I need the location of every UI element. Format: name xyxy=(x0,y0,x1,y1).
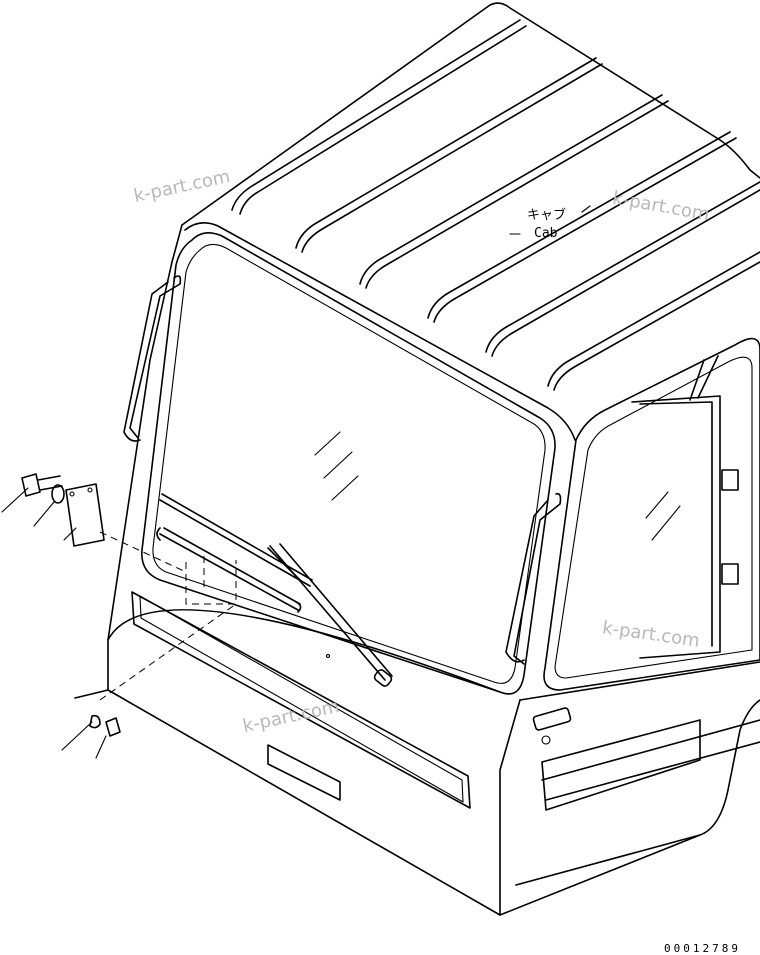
front-roof-edge xyxy=(184,222,576,441)
side-latch-lower xyxy=(721,563,739,585)
side-bolt xyxy=(541,735,551,745)
left-grab-handle xyxy=(123,275,182,442)
drawing-number: 00012789 xyxy=(664,942,741,955)
windshield-glass xyxy=(152,243,546,684)
wiper-assembly xyxy=(159,493,393,687)
side-lower-recess xyxy=(541,719,701,811)
part-label-english: Cab xyxy=(534,226,558,241)
side-window-frame xyxy=(543,337,760,691)
side-mirror-bracket xyxy=(631,355,721,659)
front-rail xyxy=(156,527,302,613)
side-window-glass xyxy=(554,356,753,679)
right-grab-handle xyxy=(505,492,562,665)
side-latch-upper xyxy=(721,469,739,491)
front-panel-outline xyxy=(107,609,521,916)
front-panel-recess-inner xyxy=(139,595,464,803)
windshield-glare xyxy=(314,431,359,501)
bottom-edge xyxy=(74,689,701,916)
side-lower-panel xyxy=(515,661,760,886)
side-glass-glare xyxy=(645,491,681,541)
front-handle xyxy=(267,744,341,801)
assembly-dashes xyxy=(99,531,237,701)
leader-lines xyxy=(1,205,591,759)
windshield-frame xyxy=(141,232,556,695)
panel-dot xyxy=(325,653,331,659)
roof-outline xyxy=(181,2,760,226)
front-panel-recess xyxy=(131,591,471,809)
mounting-hardware xyxy=(21,473,121,737)
roof-side-edge xyxy=(107,224,183,641)
part-label-japanese: キャブ xyxy=(527,208,567,223)
side-emblem xyxy=(532,707,572,731)
roof-ribs xyxy=(231,19,760,391)
